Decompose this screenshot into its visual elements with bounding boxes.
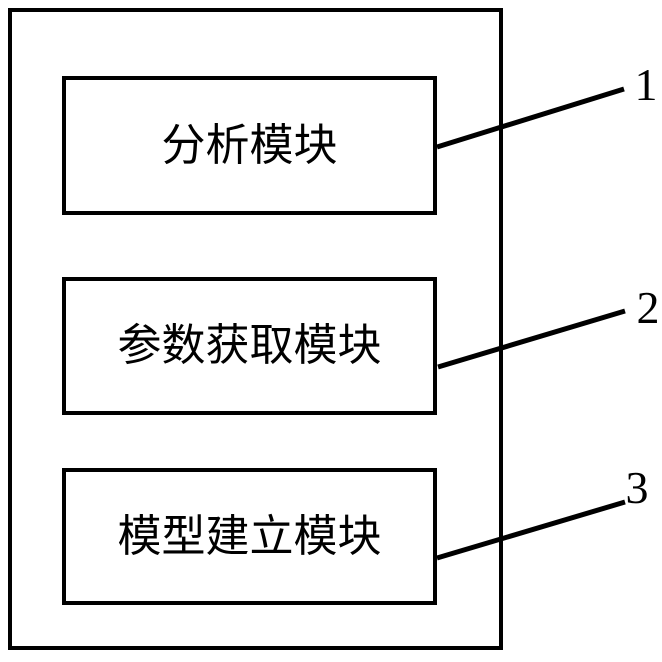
ref-number-3: 3 [625,462,649,513]
module-label-parameter-acquisition: 参数获取模块 [117,321,382,370]
module-box-parameter-acquisition: 参数获取模块 [62,277,437,415]
ref-number-1: 1 [634,59,658,110]
module-label-analysis: 分析模块 [161,120,338,170]
module-label-model-building: 模型建立模块 [117,511,382,561]
module-box-model-building: 模型建立模块 [62,468,437,605]
ref-number-2: 2 [636,282,660,333]
module-box-analysis: 分析模块 [62,76,437,215]
